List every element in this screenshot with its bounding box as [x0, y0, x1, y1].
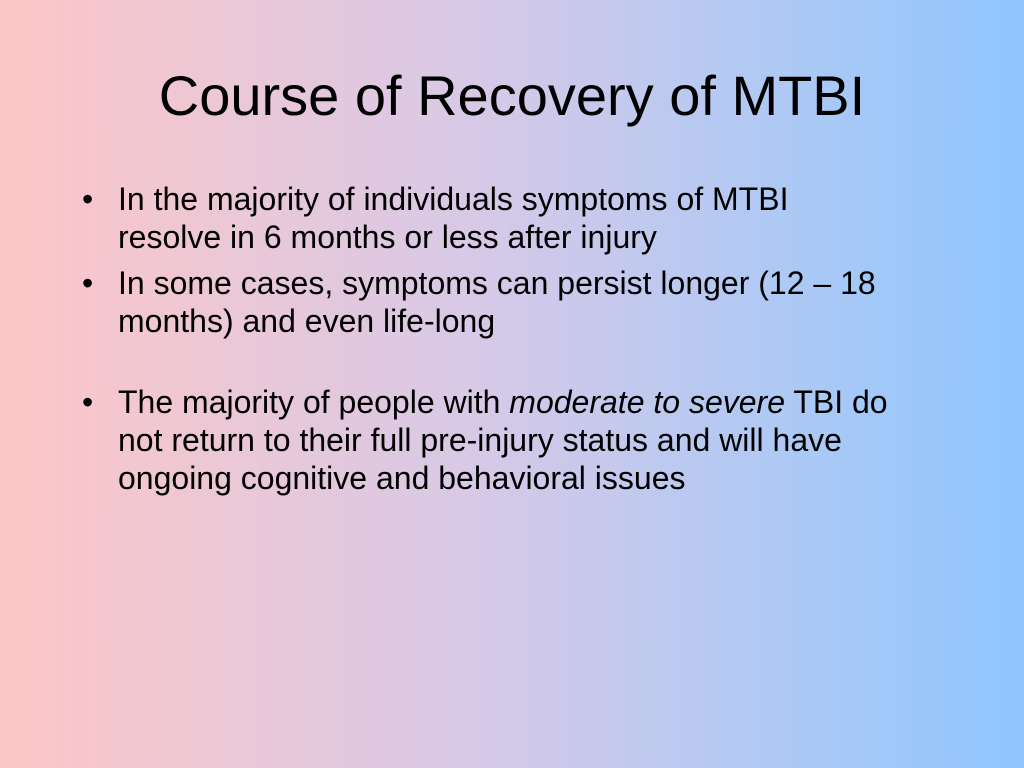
bullet-dot-icon: •: [82, 384, 94, 420]
bullet-text: In some cases, symptoms can persist long…: [118, 265, 876, 339]
bullet-dot-icon: •: [82, 265, 94, 301]
bullet-text-tail: TBI do not return to their full pre-inju…: [118, 384, 888, 496]
bullet-text-emphasis: moderate to severe: [509, 384, 785, 420]
bullet-dot-icon: •: [82, 181, 94, 217]
bullet-list: • In the majority of individuals symptom…: [78, 180, 898, 497]
bullet-text-lead: The majority of people with: [118, 384, 510, 420]
bullet-item-1: • In the majority of individuals symptom…: [78, 180, 898, 256]
bullet-item-2: • In some cases, symptoms can persist lo…: [78, 264, 898, 340]
bullet-item-3: • The majority of people with moderate t…: [78, 383, 898, 497]
slide-title: Course of Recovery of MTBI: [158, 64, 866, 127]
bullet-text: In the majority of individuals symptoms …: [118, 181, 789, 255]
